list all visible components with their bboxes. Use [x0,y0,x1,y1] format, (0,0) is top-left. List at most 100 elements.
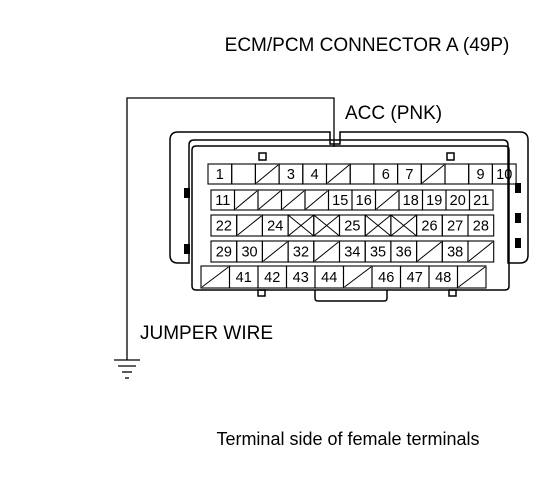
terminal-number: 48 [435,270,451,286]
latch-right-middle [515,213,521,223]
latch-right-top [515,183,521,193]
jumper-wire [114,97,335,379]
terminal-cell [313,214,341,237]
unused-terminal-slash [421,164,445,184]
jumper-wire-line [126,97,335,360]
terminal-number: 43 [293,270,309,286]
jumper-wire-label: JUMPER WIRE [140,323,273,344]
terminal-box [467,240,495,263]
terminal-cell: 46 [371,265,402,289]
inner-body [191,145,510,291]
terminal-cell: 4 [302,163,328,185]
terminal-cell: 34 [338,240,366,263]
terminal-cell: 11 [210,189,236,211]
terminal-cell: 36 [390,240,418,263]
terminal-number: 19 [426,193,442,209]
unused-terminal-slash [376,190,399,210]
terminal-cell: 24 [261,214,289,237]
terminal-cell [456,265,487,289]
terminal-cell: 47 [399,265,430,289]
terminal-box [467,214,495,237]
terminal-number: 32 [293,245,309,261]
terminal-number: 35 [370,245,386,261]
terminal-cell [364,214,392,237]
terminal-cell [261,240,289,263]
terminal-number: 15 [332,193,348,209]
terminal-number: 30 [241,245,257,261]
bottom-notch-left [257,289,266,297]
terminal-cell: 20 [445,189,471,211]
terminal-cell [349,163,375,185]
diagram-title: ECM/PCM CONNECTOR A (49P) [225,35,510,56]
terminal-number: 28 [473,219,489,235]
terminal-number: 42 [264,270,280,286]
terminal-cell [200,265,231,289]
terminal-number: 29 [216,245,232,261]
cross-line [364,214,392,237]
unused-terminal-slash [327,164,350,184]
terminal-box [231,163,256,185]
terminal-number: 47 [407,270,423,286]
cross-line [313,214,340,237]
terminal-cell [342,265,373,289]
terminal-number: 6 [382,167,390,183]
terminal-cell [467,240,495,263]
terminal-cell: 16 [351,189,377,211]
terminal-cell: 3 [278,163,304,185]
terminal-number: 16 [356,193,372,209]
unused-terminal-slash [256,164,279,184]
terminal-cell: 25 [338,214,366,237]
terminal-cell: 27 [441,214,469,237]
terminal-number: 7 [405,167,413,183]
terminal-cell: 44 [314,265,345,289]
terminal-number: 25 [344,219,360,235]
unused-terminal-slash [237,215,262,236]
terminal-cell [374,189,400,211]
terminal-cell [420,163,446,185]
terminal-cell: 26 [416,214,443,237]
terminal-cell: 21 [468,189,494,211]
cross-line [287,214,315,237]
terminal-number: 38 [447,245,463,261]
unused-terminal-slash [314,241,339,262]
terminal-number: 3 [287,167,295,183]
unused-terminal-slash [344,266,372,288]
terminal-cell [390,214,418,237]
unused-terminal-slash [458,266,486,288]
cross-line [390,214,417,237]
terminal-number: 1 [216,167,224,183]
terminal-cell: 41 [228,265,259,289]
terminal-cell: 19 [421,189,447,211]
terminal-cell [444,163,470,185]
terminal-cell: 18 [398,189,424,211]
terminal-cell [233,189,259,211]
terminal-cell: 29 [210,240,238,263]
terminal-cell [257,189,283,211]
terminal-number: 36 [396,245,412,261]
terminal-cell [231,163,256,185]
terminal-cell [304,189,330,211]
terminal-row: 41 42 43 44 46 47 48 [200,265,487,289]
terminal-cell [254,163,280,185]
bottom-tab [314,290,388,302]
terminal-cell: 9 [468,163,493,185]
connector-housing [169,131,529,302]
terminal-cell: 43 [285,265,316,289]
terminal-cell [325,163,351,185]
terminal-cell: 38 [441,240,469,263]
unused-terminal-slash [258,190,281,210]
terminal-cell: 10 [491,163,517,185]
terminal-number: 46 [378,270,394,286]
bottom-notch-right [448,289,457,297]
terminal-number: 24 [267,219,283,235]
terminal-box [491,163,517,185]
terminal-cell [313,240,341,263]
unused-terminal-slash [417,241,442,262]
terminal-cell: 7 [397,163,422,185]
unused-terminal-slash [282,190,305,210]
terminal-cell [236,214,263,237]
